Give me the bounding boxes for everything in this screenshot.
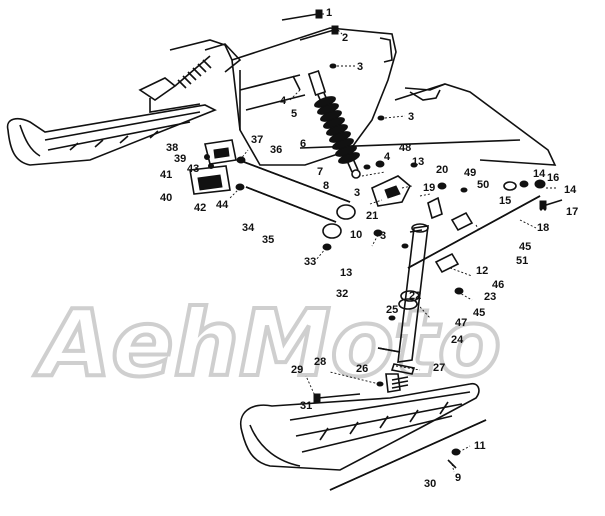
- callout-18: 18: [537, 222, 549, 234]
- callout-13: 13: [412, 156, 424, 168]
- callout-34: 34: [242, 222, 255, 234]
- callout-4: 4: [384, 151, 391, 163]
- callout-3: 3: [408, 111, 414, 123]
- callout-7: 7: [317, 166, 323, 178]
- callout-40: 40: [160, 192, 172, 204]
- callout-36: 36: [270, 144, 282, 156]
- steering-linkage: [363, 160, 474, 232]
- callout-25: 25: [386, 304, 398, 316]
- callout-30: 30: [424, 478, 436, 490]
- callout-42: 42: [194, 202, 206, 214]
- callout-33: 33: [304, 256, 316, 268]
- callout-15: 15: [499, 195, 511, 207]
- chassis-frame: [169, 27, 557, 166]
- callout-39: 39: [174, 153, 186, 165]
- callout-29: 29: [291, 364, 303, 376]
- callout-9: 9: [455, 472, 461, 484]
- callout-22: 22: [409, 290, 421, 302]
- callout-35: 35: [262, 234, 274, 246]
- callout-45: 45: [519, 241, 531, 253]
- callout-20: 20: [436, 164, 448, 176]
- front-shock-absorber: [307, 69, 361, 179]
- radius-rods: [243, 161, 383, 251]
- callout-27: 27: [433, 362, 445, 374]
- callout-46: 46: [492, 279, 504, 291]
- ski-spring: [391, 376, 409, 389]
- callout-labels: 1 2 3 3 3 3 4 4 5 6 7 8 9 10 11 12 13 13…: [160, 7, 578, 490]
- callout-28: 28: [314, 356, 326, 368]
- callout-16: 16: [547, 172, 559, 184]
- ski-spindle: [377, 223, 464, 375]
- callout-11: 11: [474, 440, 486, 452]
- callout-2: 2: [342, 32, 348, 44]
- watermark: AehMoto: [34, 290, 501, 397]
- callout-37: 37: [251, 134, 263, 146]
- callout-3: 3: [357, 61, 363, 73]
- callout-49: 49: [464, 167, 476, 179]
- callout-3: 3: [380, 230, 386, 242]
- callout-21: 21: [366, 210, 378, 222]
- callout-14: 14: [564, 184, 577, 196]
- callout-50: 50: [477, 179, 489, 191]
- callout-6: 6: [300, 138, 306, 150]
- rear-ski-assembly: [6, 43, 242, 166]
- callout-17: 17: [566, 206, 578, 218]
- callout-12: 12: [476, 265, 488, 277]
- callout-19: 19: [423, 182, 435, 194]
- callout-8: 8: [323, 180, 329, 192]
- callout-1: 1: [326, 7, 332, 19]
- callout-43: 43: [187, 163, 199, 175]
- callout-38: 38: [166, 142, 178, 154]
- callout-32: 32: [336, 288, 348, 300]
- front-ski: [239, 373, 487, 491]
- callout-4: 4: [280, 95, 287, 107]
- callout-3: 3: [354, 187, 360, 199]
- callout-26: 26: [356, 363, 368, 375]
- leader-lines: [229, 13, 556, 473]
- callout-31: 31: [300, 400, 312, 412]
- callout-48: 48: [399, 142, 411, 154]
- shock-spring-coils: [314, 96, 360, 164]
- callout-14: 14: [533, 168, 546, 180]
- callout-45: 45: [473, 307, 485, 319]
- callout-41: 41: [160, 169, 172, 181]
- callout-23: 23: [484, 291, 496, 303]
- left-bracket-group: [189, 139, 246, 195]
- rear-shock-spring: [174, 55, 212, 89]
- callout-5: 5: [291, 108, 297, 120]
- callout-10: 10: [350, 229, 362, 241]
- callout-24: 24: [451, 334, 464, 346]
- callout-13: 13: [340, 267, 352, 279]
- callout-44: 44: [216, 199, 229, 211]
- callout-47: 47: [455, 317, 467, 329]
- callout-51: 51: [516, 255, 528, 267]
- tie-rod: [407, 179, 563, 274]
